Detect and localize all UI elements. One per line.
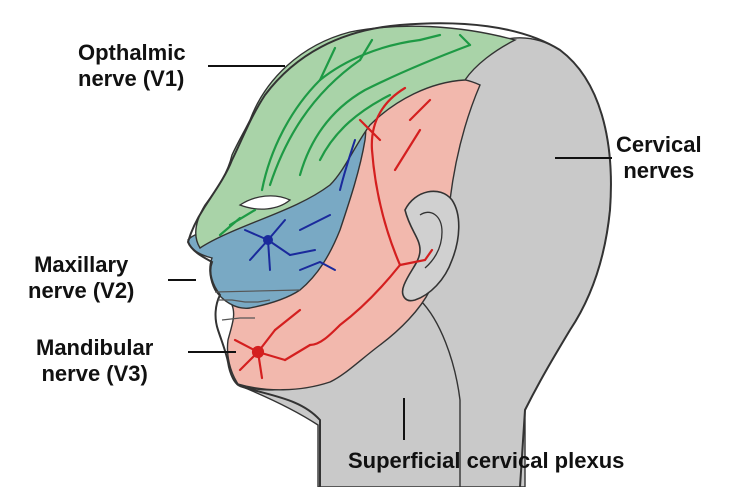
label-cervical-line2: nerves	[623, 158, 695, 183]
ophthalmic-nerve-branches	[218, 33, 472, 237]
label-mandibular-line2: nerve (V3)	[41, 361, 148, 386]
eye	[238, 195, 292, 210]
label-maxillary-nerve: Maxillary nerve (V2)	[28, 252, 134, 304]
maxillary-nerve-branches	[244, 139, 356, 271]
mandibular-nerve-branches	[233, 86, 434, 380]
label-maxillary-line2: nerve (V2)	[28, 278, 135, 303]
label-mandibular-nerve: Mandibular nerve (V3)	[36, 335, 153, 387]
label-mandibular-line1: Mandibular	[36, 335, 154, 360]
leader-lines	[168, 65, 612, 440]
teeth	[214, 289, 301, 321]
label-maxillary-line1: Maxillary	[34, 252, 129, 277]
label-ophthalmic-nerve: Opthalmic nerve (V1)	[78, 40, 186, 92]
ear-inner	[419, 211, 443, 269]
label-cervical-nerves: Cervical nerves	[616, 132, 702, 184]
head-outline	[186, 22, 612, 487]
label-superficial-cervical-plexus: Superficial cervical plexus	[348, 448, 625, 473]
label-cervical-line1: Cervical	[616, 132, 702, 157]
label-ophthalmic-line1: Opthalmic	[78, 40, 186, 65]
label-ophthalmic-line2: nerve (V1)	[78, 66, 185, 91]
ear	[401, 190, 460, 302]
